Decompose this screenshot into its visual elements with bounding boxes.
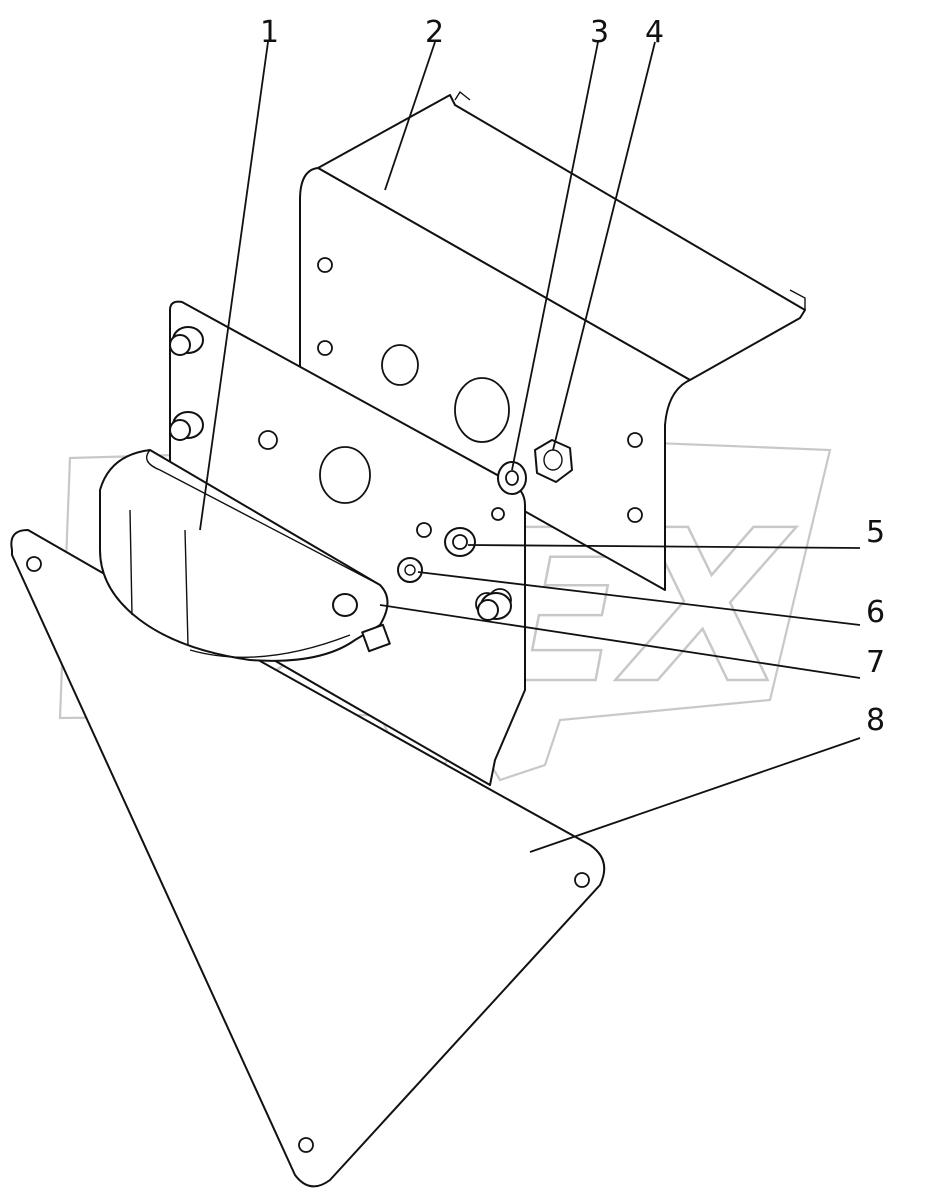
leader-7: [379, 604, 861, 679]
part-5-washer: [444, 527, 476, 557]
callout-3: 3: [590, 15, 609, 50]
plate-bolts: [169, 326, 204, 441]
leader-8: [529, 737, 861, 853]
part-8-triangular-plate: [10, 529, 606, 1188]
callout-5: 5: [866, 515, 885, 550]
callout-1: 1: [260, 15, 279, 50]
plate-bottom-bolt: [477, 592, 512, 621]
leader-lines: [199, 41, 861, 853]
leader-3: [511, 41, 599, 471]
callout-2: 2: [425, 15, 444, 50]
callout-7: 7: [866, 645, 885, 680]
part-3-washer: [497, 461, 527, 495]
bracket-vertical-face: [299, 167, 691, 591]
callout-4: 4: [645, 15, 664, 50]
callout-8: 8: [866, 703, 885, 738]
part-6-nut: [397, 557, 423, 583]
leader-6: [417, 571, 861, 626]
leader-5: [467, 544, 861, 549]
leader-1: [199, 41, 269, 531]
leader-4: [552, 41, 656, 451]
part-2-mounting-bracket: [299, 90, 806, 591]
part-4-nut: [534, 439, 573, 483]
callouts: 1 2 3 4 5 6 7 8: [260, 15, 885, 738]
leader-2: [384, 41, 436, 191]
part-1-lamp: [99, 449, 391, 662]
triangular-plate-body: [10, 529, 606, 1188]
callout-6: 6: [866, 595, 885, 630]
